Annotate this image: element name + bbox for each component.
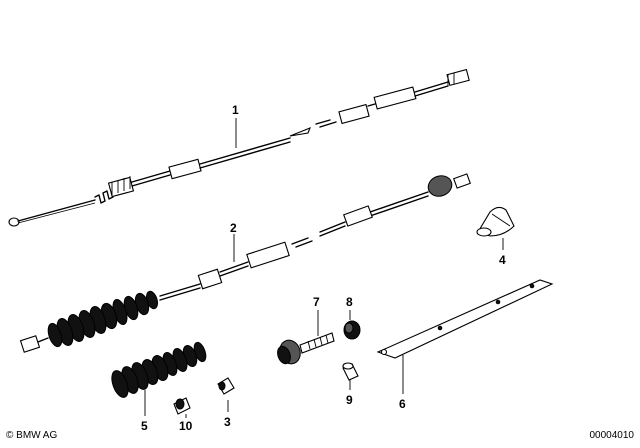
part-label-5: 5 xyxy=(141,419,148,433)
copyright-text: © BMW AG xyxy=(6,430,58,441)
part-label-3: 3 xyxy=(224,415,231,429)
diagram-reference-number: 00004010 xyxy=(589,430,635,441)
cable-2 xyxy=(19,173,471,353)
part-label-1: 1 xyxy=(232,103,239,117)
leader-lines xyxy=(144,118,504,418)
bellows-boot-5 xyxy=(111,341,207,398)
part-label-2: 2 xyxy=(230,221,237,235)
sleeve-9 xyxy=(342,362,359,381)
clip-10 xyxy=(173,397,191,415)
part-label-10: 10 xyxy=(179,419,193,433)
cable-1 xyxy=(8,68,470,227)
rubber-cap-4 xyxy=(476,206,515,237)
nut-8 xyxy=(343,320,361,340)
part-label-4: 4 xyxy=(499,253,506,267)
part-label-8: 8 xyxy=(346,295,353,309)
part-label-7: 7 xyxy=(313,295,320,309)
part-label-9: 9 xyxy=(346,393,353,407)
adjuster-bolt-7 xyxy=(277,332,335,365)
part-label-6: 6 xyxy=(399,397,406,411)
bracket-strip-6 xyxy=(376,279,554,359)
nipple-3 xyxy=(217,377,235,395)
